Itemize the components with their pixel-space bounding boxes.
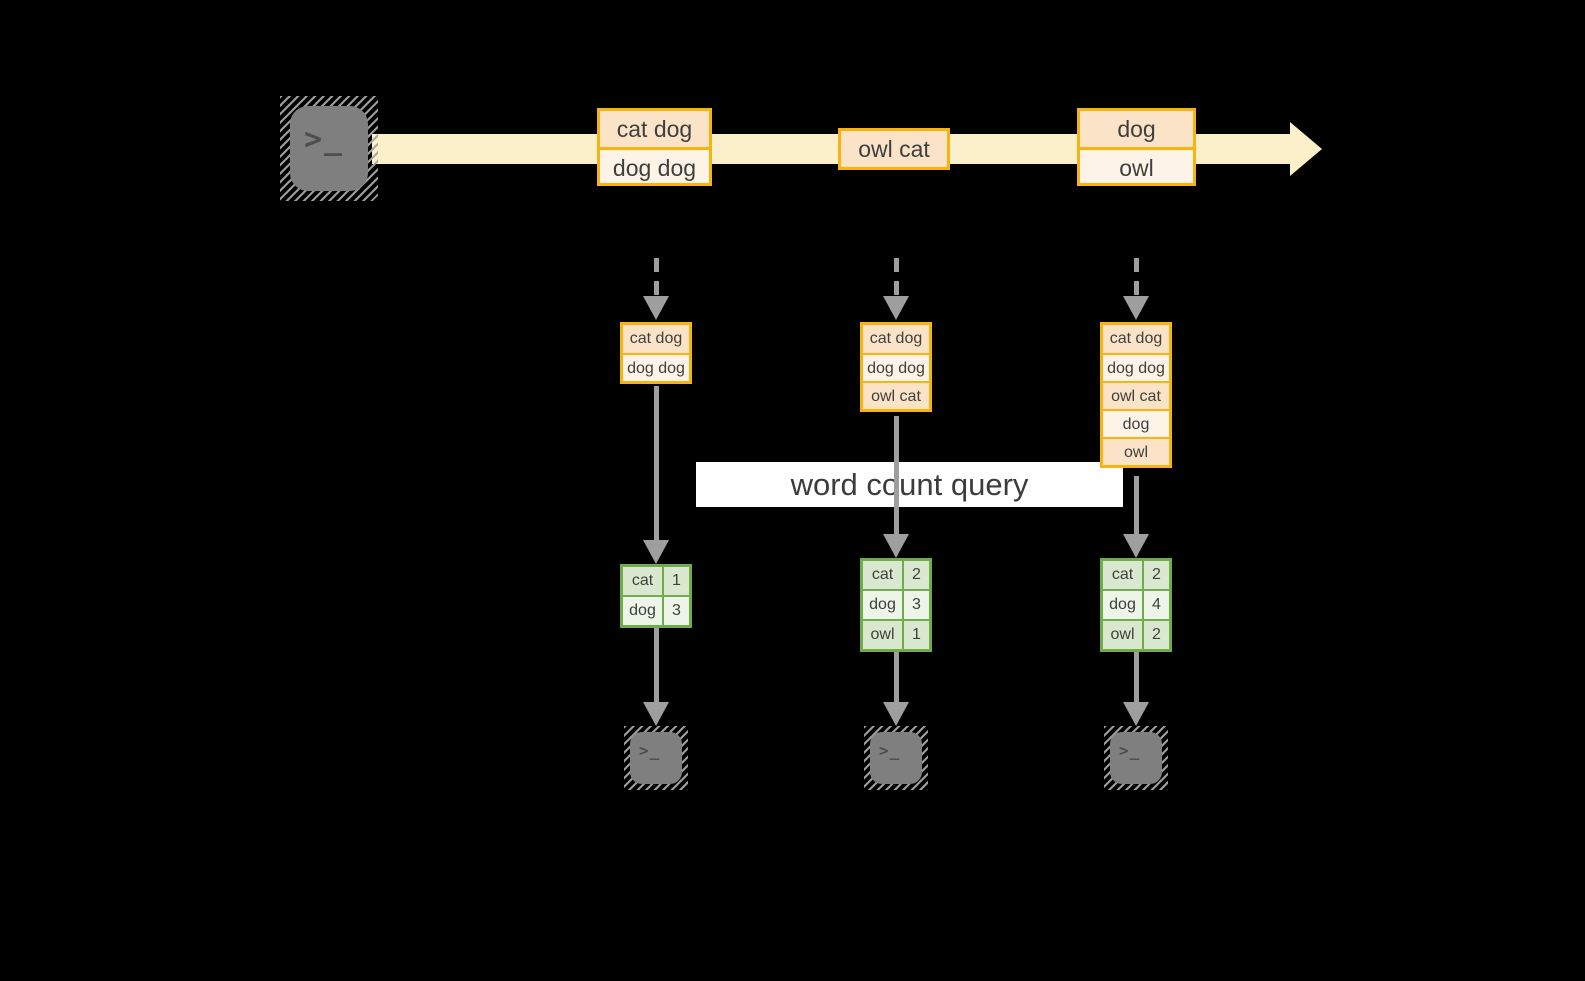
arrowhead-down-icon [1123, 702, 1149, 726]
state-item: owl [1103, 437, 1169, 465]
arrowhead-down-icon [643, 296, 669, 320]
stream-to-state-dashed-arrow-2 [894, 258, 899, 296]
count-value: 2 [1144, 561, 1169, 589]
terminal-screen: >_ [290, 106, 368, 191]
count-word: cat [863, 561, 902, 589]
terminal-screen: >_ [630, 732, 682, 784]
arrowhead-down-icon [643, 540, 669, 564]
count-value: 3 [904, 591, 929, 619]
arrowhead-down-icon [883, 296, 909, 320]
event-text: owl [1080, 147, 1193, 183]
count-word: owl [1103, 621, 1142, 649]
state-to-counts-arrow-2 [894, 416, 899, 534]
state-item: owl cat [863, 381, 929, 409]
arrowhead-down-icon [883, 702, 909, 726]
arrowhead-down-icon [1123, 296, 1149, 320]
state-item: owl cat [1103, 381, 1169, 409]
state-buffer-2: cat dog dog dog owl cat [860, 322, 932, 412]
counts-to-output-arrow-3 [1134, 652, 1139, 702]
terminal-screen: >_ [870, 732, 922, 784]
state-buffer-3: cat dog dog dog owl cat dog owl [1100, 322, 1172, 468]
state-item: dog dog [863, 353, 929, 381]
stream-event-batch-3: dog owl [1077, 108, 1196, 186]
arrowhead-down-icon [643, 702, 669, 726]
count-value: 1 [664, 567, 689, 595]
state-item: cat dog [1103, 325, 1169, 353]
state-item: cat dog [863, 325, 929, 353]
count-word: cat [1103, 561, 1142, 589]
count-word: dog [1103, 591, 1142, 619]
count-value: 4 [1144, 591, 1169, 619]
counts-to-output-arrow-2 [894, 652, 899, 702]
output-terminal-icon-3: >_ [1104, 726, 1168, 790]
count-value: 2 [1144, 621, 1169, 649]
state-item: cat dog [623, 325, 689, 353]
state-to-counts-arrow-3 [1134, 476, 1139, 534]
terminal-prompt-glyph: >_ [1119, 741, 1141, 760]
count-word: owl [863, 621, 902, 649]
source-terminal-icon: >_ [280, 96, 378, 201]
state-buffer-1: cat dog dog dog [620, 322, 692, 384]
query-label: word count query [696, 462, 1123, 507]
arrowhead-down-icon [883, 534, 909, 558]
terminal-prompt-glyph: >_ [304, 122, 345, 157]
state-item: dog dog [623, 353, 689, 381]
count-table-2: cat 2 dog 3 owl 1 [860, 558, 932, 652]
count-word: dog [623, 597, 662, 625]
count-word: dog [863, 591, 902, 619]
count-value: 3 [664, 597, 689, 625]
state-item: dog [1103, 409, 1169, 437]
count-value: 1 [904, 621, 929, 649]
terminal-prompt-glyph: >_ [639, 741, 661, 760]
stream-to-state-dashed-arrow-1 [654, 258, 659, 296]
stream-event-batch-2: owl cat [838, 128, 950, 170]
event-text: dog [1080, 111, 1193, 147]
stream-event-batch-1: cat dog dog dog [597, 108, 712, 186]
output-terminal-icon-1: >_ [624, 726, 688, 790]
terminal-screen: >_ [1110, 732, 1162, 784]
event-text: owl cat [841, 131, 947, 167]
state-item: dog dog [1103, 353, 1169, 381]
counts-to-output-arrow-1 [654, 626, 659, 702]
count-table-3: cat 2 dog 4 owl 2 [1100, 558, 1172, 652]
state-to-counts-arrow-1 [654, 386, 659, 540]
stream-timeline-arrowhead-icon [1290, 122, 1322, 176]
output-terminal-icon-2: >_ [864, 726, 928, 790]
terminal-prompt-glyph: >_ [879, 741, 901, 760]
count-value: 2 [904, 561, 929, 589]
stream-to-state-dashed-arrow-3 [1134, 258, 1139, 296]
event-text: cat dog [600, 111, 709, 147]
arrowhead-down-icon [1123, 534, 1149, 558]
event-text: dog dog [600, 147, 709, 183]
count-table-1: cat 1 dog 3 [620, 564, 692, 628]
count-word: cat [623, 567, 662, 595]
